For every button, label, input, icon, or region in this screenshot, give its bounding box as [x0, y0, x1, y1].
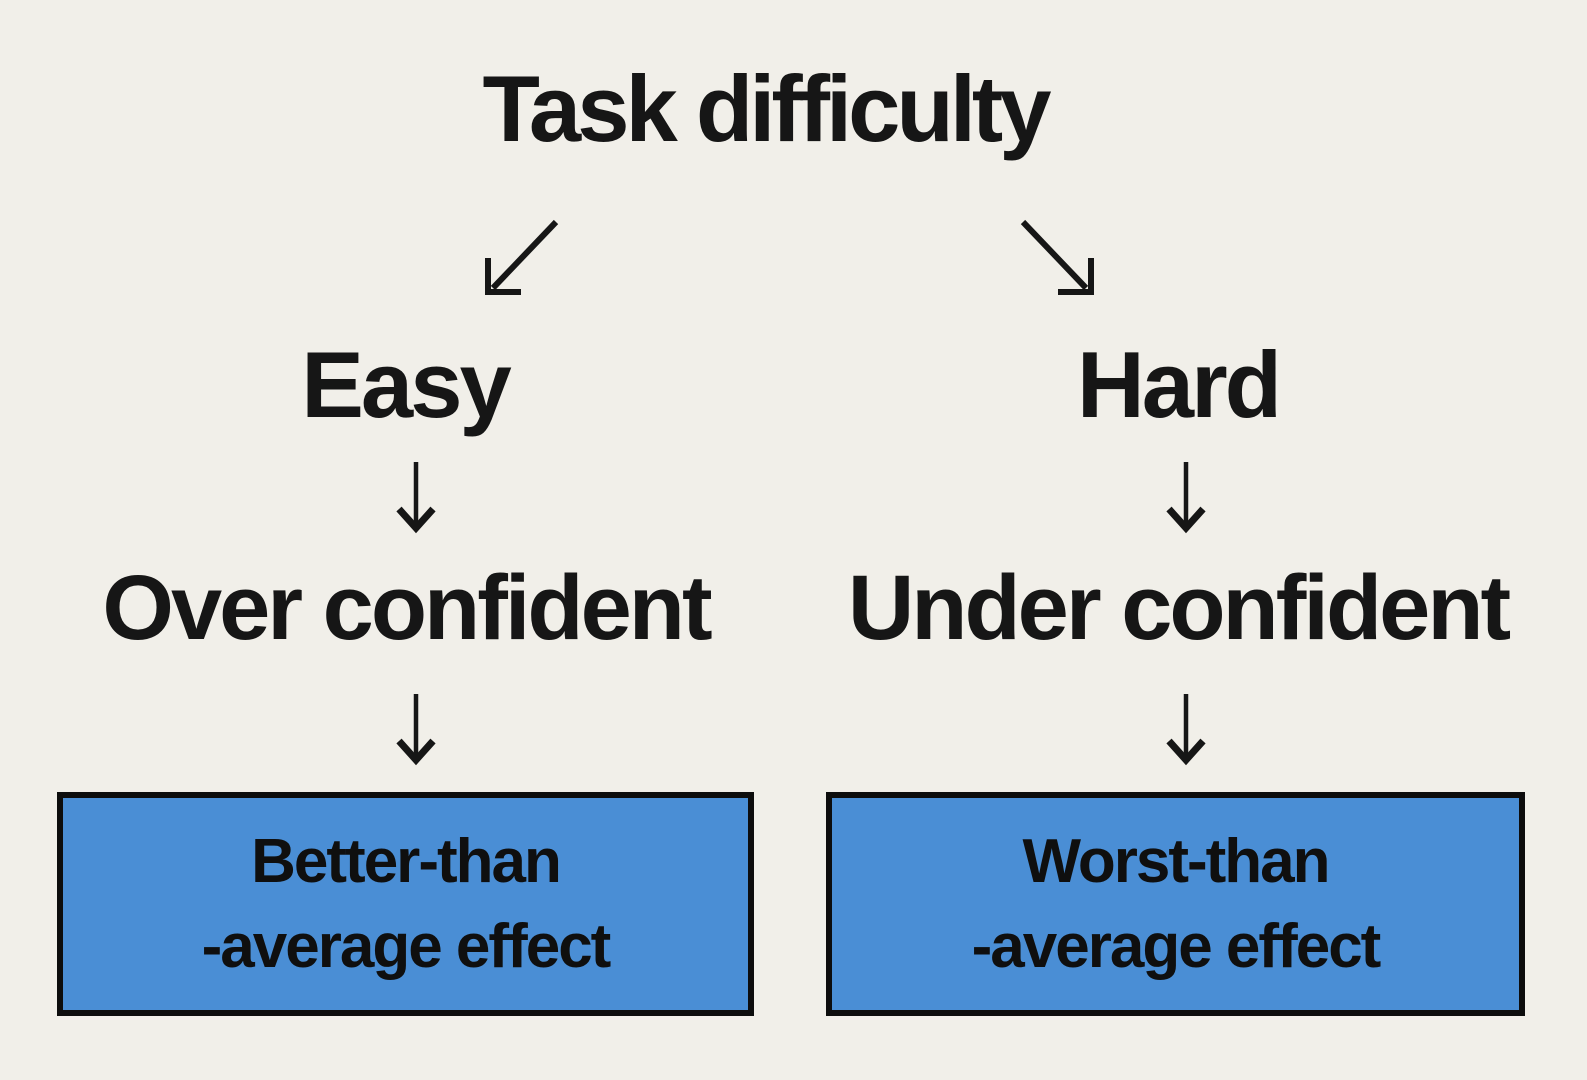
- arrow-down-right-icon: [1020, 219, 1094, 295]
- effect-box-line: Worst-than: [1022, 827, 1330, 896]
- arrow-down-icon: [1166, 462, 1206, 534]
- node-easy: Easy: [301, 332, 512, 437]
- effect-box-better-than-average: Better-than -average effect: [57, 792, 754, 1016]
- effect-box-line: -average effect: [971, 912, 1382, 981]
- diagram-title: Task difficulty: [482, 56, 1051, 161]
- arrow-down-left-icon: [485, 219, 559, 295]
- effect-box-worst-than-average: Worst-than -average effect: [826, 792, 1525, 1016]
- arrow-down-icon: [1166, 694, 1206, 766]
- effect-box-line: Better-than: [251, 827, 562, 896]
- node-hard: Hard: [1076, 332, 1282, 437]
- node-under-confident: Under confident: [847, 557, 1511, 659]
- arrow-down-icon: [396, 694, 436, 766]
- arrow-down-icon: [396, 462, 436, 534]
- effect-box-line: -average effect: [201, 912, 612, 981]
- node-over-confident: Over confident: [102, 557, 712, 659]
